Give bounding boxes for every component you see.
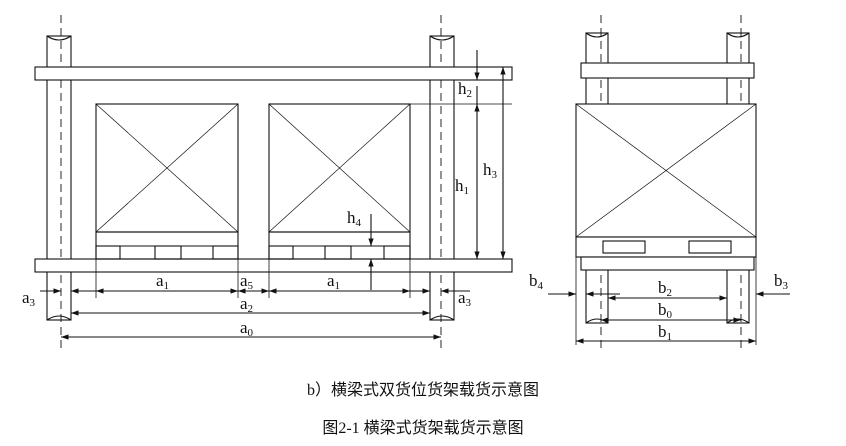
label-h2: h2: [458, 79, 472, 100]
dimension-labels: h2 h1 h3 h4 a1 a5 a1 a3 a2 a3 a0 b4 b3 b…: [22, 79, 789, 343]
figure-caption: 图2-1 横梁式货架载货示意图: [322, 420, 524, 437]
bottom-beam: [34, 258, 513, 273]
label-b3: b3: [774, 271, 789, 292]
label-b0: b0: [658, 300, 673, 321]
top-beam: [34, 66, 513, 81]
label-a1-right: a1: [327, 271, 340, 292]
label-h4: h4: [347, 208, 362, 229]
label-a1-left: a1: [156, 271, 169, 292]
right-upright: [429, 35, 455, 321]
left-upright: [46, 35, 72, 321]
side-bottom-beam: [580, 256, 755, 271]
label-h3: h3: [483, 160, 498, 181]
label-h1: h1: [455, 176, 469, 197]
label-a3-left: a3: [22, 288, 36, 309]
side-view: [548, 15, 790, 348]
subfigure-caption: b）横梁式双货位货架载货示意图: [306, 382, 539, 399]
label-a3-right: a3: [458, 288, 472, 309]
front-view: [34, 15, 513, 350]
label-b1: b1: [658, 322, 672, 343]
label-a5: a5: [240, 271, 254, 292]
label-a2: a2: [240, 294, 253, 315]
side-top-beam: [580, 62, 755, 79]
label-a0: a0: [240, 318, 254, 339]
label-b2: b2: [658, 278, 672, 299]
label-b4: b4: [529, 271, 544, 292]
